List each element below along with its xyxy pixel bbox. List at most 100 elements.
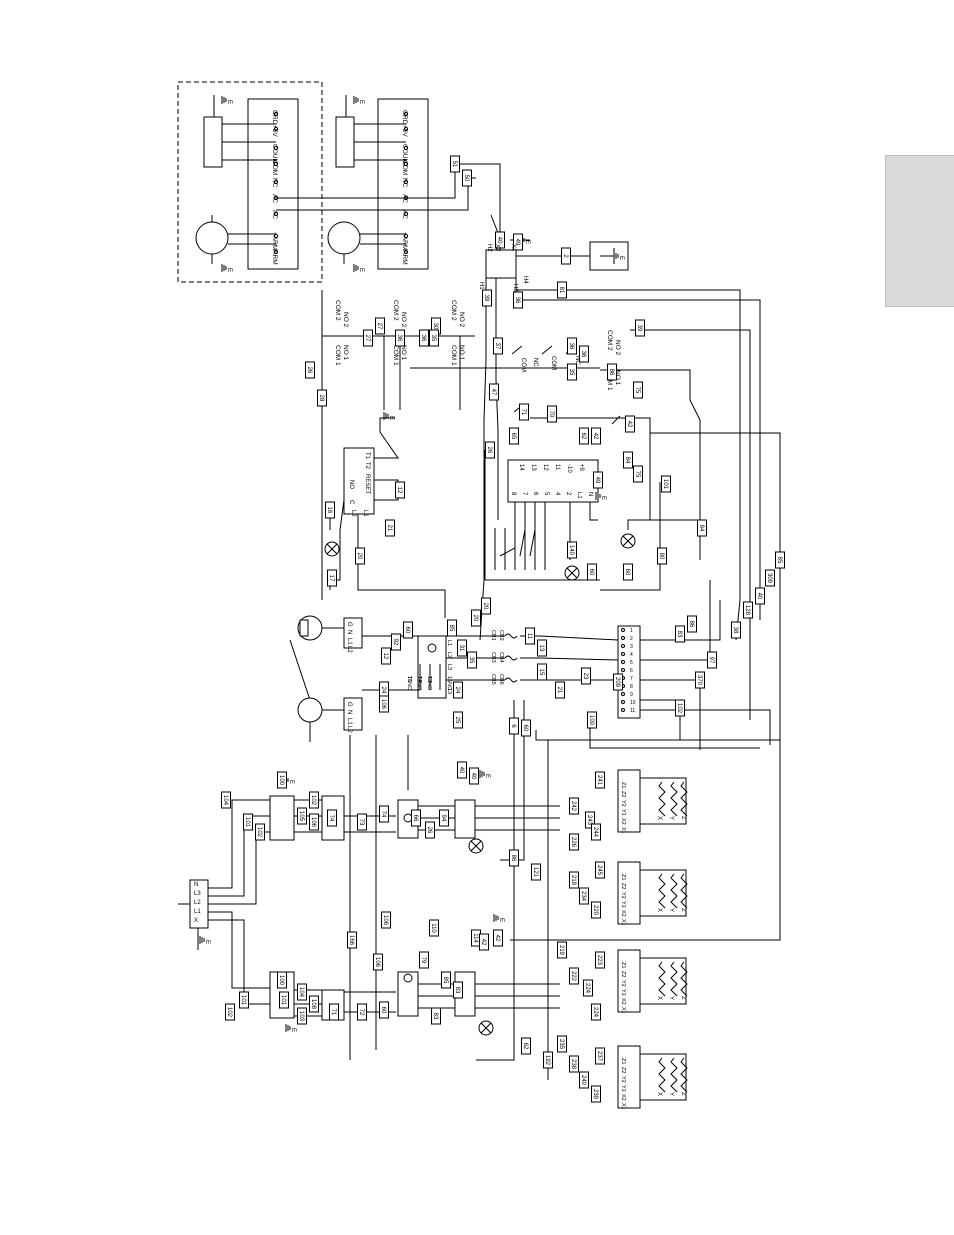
svg-text:75: 75 xyxy=(634,471,640,478)
svg-text:140: 140 xyxy=(568,545,574,556)
wire-number: 60 xyxy=(379,1001,389,1019)
wire-number: 42 xyxy=(591,427,601,445)
svg-text:222: 222 xyxy=(570,971,576,982)
wire-number: 74 xyxy=(327,809,337,827)
svg-text:219: 219 xyxy=(558,945,564,956)
wire-number: 73 xyxy=(357,813,367,831)
wire-number: 240 xyxy=(579,1071,589,1089)
heater-element-label: Y xyxy=(668,908,674,912)
ground-icon: E xyxy=(199,936,210,944)
svg-text:114: 114 xyxy=(472,933,478,943)
ground-icon: E xyxy=(613,252,624,260)
svg-text:104: 104 xyxy=(222,795,228,806)
svg-text:83: 83 xyxy=(676,631,682,638)
svg-text:16: 16 xyxy=(326,507,332,514)
svg-text:26: 26 xyxy=(306,367,312,374)
wire-number: 103 xyxy=(297,1007,307,1025)
wire-number: 36 xyxy=(567,337,577,355)
pressure-switch-term: RESET xyxy=(364,474,370,494)
heater-term: X2 xyxy=(620,818,626,825)
tc-term: 2 xyxy=(565,492,571,496)
pump-plug-term: G xyxy=(346,622,352,627)
svg-text:104: 104 xyxy=(298,987,304,998)
pump-plug-term: L1 xyxy=(346,718,352,725)
svg-text:60: 60 xyxy=(588,569,594,576)
svg-text:85: 85 xyxy=(776,557,782,564)
switch-nc: NC xyxy=(532,358,538,367)
controller-pin-label: -ARM xyxy=(271,248,278,265)
contactor-term: L1 xyxy=(446,640,452,646)
wire-number: 66 xyxy=(411,809,421,827)
wire-number: 26 xyxy=(485,441,495,459)
svg-text:E: E xyxy=(288,780,294,784)
tc-term: L1 xyxy=(576,492,582,499)
svg-text:E: E xyxy=(388,416,394,420)
transformer xyxy=(485,214,629,279)
svg-text:92: 92 xyxy=(392,639,398,646)
pump-plug-term: N xyxy=(346,630,352,634)
svg-text:121: 121 xyxy=(532,867,538,878)
heater-term: Y1 xyxy=(620,989,626,996)
svg-text:242: 242 xyxy=(570,801,576,812)
contactor-term: L2 xyxy=(446,652,452,658)
relay-com2: COM 2 xyxy=(392,300,399,321)
switch-com: COM xyxy=(520,358,526,372)
svg-text:85: 85 xyxy=(442,977,448,984)
transformer-tap: H3 xyxy=(512,284,518,292)
wire-number: 100 xyxy=(277,971,287,989)
wire-number: 94 xyxy=(439,809,449,827)
svg-text:26: 26 xyxy=(426,827,432,834)
wire-number: 36 xyxy=(579,345,589,363)
svg-text:166: 166 xyxy=(348,935,354,946)
wire-number: 239 xyxy=(591,1085,601,1103)
wire-number: 223 xyxy=(595,951,605,969)
svg-text:226: 226 xyxy=(570,837,576,848)
heater-contactor-bottom xyxy=(397,971,560,1017)
wire-number: 2 xyxy=(561,247,571,265)
svg-text:23: 23 xyxy=(582,673,588,680)
wire-number: 86 xyxy=(607,363,617,381)
wire-number: 42 xyxy=(625,415,635,433)
wire-number: 11 xyxy=(525,627,535,645)
svg-text:106: 106 xyxy=(374,957,380,968)
wire-number: 36 xyxy=(395,329,405,347)
relay-no1: NO 1 xyxy=(458,345,465,361)
wire-number: 23 xyxy=(581,667,591,685)
pressure-switch-term: T2 xyxy=(364,462,370,470)
wire-number: 218 xyxy=(569,871,579,889)
fuse-block xyxy=(504,633,540,683)
heater-term: X1 xyxy=(620,827,626,834)
wire-number: 62 xyxy=(521,1037,531,1055)
wire-number: 74 xyxy=(379,805,389,823)
pump-motor-2 xyxy=(297,697,363,742)
mains-term: L3 xyxy=(194,891,201,897)
switch-nc: NC xyxy=(574,356,580,365)
wire-number: 222 xyxy=(569,967,579,985)
contactor-term: 16NO xyxy=(406,676,412,691)
svg-text:224: 224 xyxy=(584,983,590,994)
controller-pin-label: AC xyxy=(401,210,408,219)
tc-term: 6 xyxy=(532,492,538,496)
pump-plug-term: L2 xyxy=(346,726,352,733)
svg-text:101: 101 xyxy=(662,479,668,490)
controller-pin-label: AC xyxy=(271,194,278,203)
controller-board-left xyxy=(195,95,299,270)
strip-a-term: 11 xyxy=(630,708,635,714)
wire-number: 25 xyxy=(453,711,463,729)
wire-number: 60 xyxy=(403,621,413,639)
strip-a-term: 6 xyxy=(630,668,633,674)
svg-text:60: 60 xyxy=(624,569,630,576)
svg-text:20: 20 xyxy=(472,615,478,622)
svg-text:108: 108 xyxy=(310,999,316,1010)
wire-number: 102 xyxy=(225,1003,235,1021)
wire-number: 97 xyxy=(707,651,717,669)
svg-text:11: 11 xyxy=(526,633,532,640)
svg-text:102: 102 xyxy=(226,1007,232,1018)
svg-text:74: 74 xyxy=(328,815,334,822)
svg-text:60: 60 xyxy=(404,627,410,634)
